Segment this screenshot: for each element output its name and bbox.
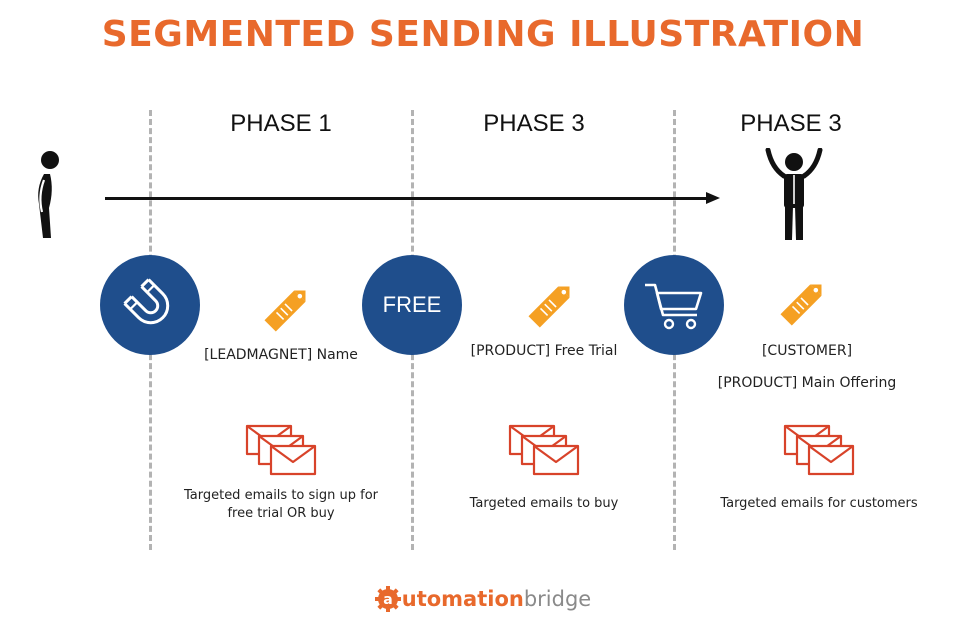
timeline-arrow-line [105, 197, 707, 200]
cheering-person-icon [765, 148, 823, 240]
slumped-person-icon [38, 151, 59, 238]
free-label: FREE [382, 292, 442, 317]
tag-icon [528, 286, 570, 328]
logo-text-bridge: bridge [523, 587, 592, 611]
phase-heading-1: PHASE 1 [230, 110, 332, 137]
purchase-circle [624, 255, 724, 355]
tag-label-leadmagnet: [LEADMAGNET] Name [204, 347, 358, 363]
tag-label-free-trial: [PRODUCT] Free Trial [470, 343, 618, 359]
tag-label-customer: [CUSTOMER] [761, 343, 853, 359]
email-stack-icon [783, 424, 855, 476]
magnet-icon [123, 278, 170, 325]
email-label-phase1-line2: free trial OR buy [227, 506, 335, 521]
email-label-phase3: Targeted emails for customers [720, 496, 918, 511]
email-label-phase2: Targeted emails to buy [469, 496, 619, 511]
phase-heading-2: PHASE 3 [483, 110, 585, 137]
free-trial-circle: FREE [362, 255, 462, 355]
shopping-cart-icon [645, 283, 703, 330]
timeline-arrow-head [706, 192, 720, 204]
logo-badge-letter: a [383, 592, 392, 608]
email-stack-icon [508, 424, 580, 476]
email-label-phase1-line1: Targeted emails to sign up for [183, 488, 379, 503]
logo-text-automation: utomation [401, 587, 524, 611]
tag-icon [780, 284, 822, 326]
tag-icon [264, 290, 306, 332]
tag-label-main-offering: [PRODUCT] Main Offering [717, 375, 897, 391]
logo-gear-badge-icon: a [374, 586, 401, 612]
email-stack-icon [245, 424, 317, 476]
diagram-title: SEGMENTED SENDING ILLUSTRATION [101, 14, 865, 55]
leadmagnet-circle [100, 255, 200, 355]
phase-heading-3: PHASE 3 [740, 110, 842, 137]
